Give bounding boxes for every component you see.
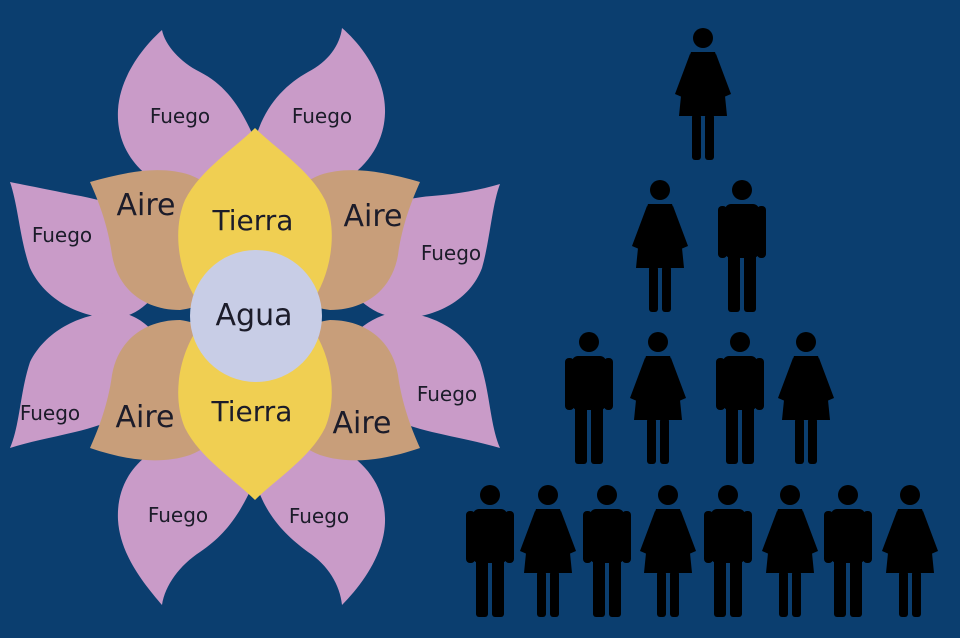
fire-petal-top-right bbox=[255, 28, 386, 191]
woman-icon bbox=[882, 485, 938, 617]
woman-icon bbox=[630, 332, 686, 464]
fire-label: Fuego bbox=[292, 104, 352, 128]
woman-icon bbox=[632, 180, 688, 312]
fire-petals bbox=[10, 28, 500, 605]
woman-icon bbox=[762, 485, 818, 617]
air-label: Aire bbox=[344, 199, 403, 234]
fire-label: Fuego bbox=[150, 104, 210, 128]
fire-label: Fuego bbox=[32, 223, 92, 247]
fire-label: Fuego bbox=[417, 382, 477, 406]
air-label: Aire bbox=[333, 406, 392, 441]
fire-petal-bottom-right bbox=[255, 441, 386, 605]
fire-label: Fuego bbox=[421, 241, 481, 265]
earth-label: Tierra bbox=[212, 204, 294, 237]
earth-petal-top bbox=[178, 128, 332, 305]
man-icon bbox=[466, 485, 514, 617]
man-icon bbox=[716, 332, 764, 464]
man-icon bbox=[565, 332, 613, 464]
air-label: Aire bbox=[117, 188, 176, 223]
water-core bbox=[190, 250, 322, 382]
woman-icon bbox=[520, 485, 576, 617]
air-label: Aire bbox=[116, 400, 175, 435]
woman-icon bbox=[778, 332, 834, 464]
water-label: Agua bbox=[216, 298, 293, 333]
fire-label: Fuego bbox=[20, 401, 80, 425]
fire-label: Fuego bbox=[148, 503, 208, 527]
earth-label: Tierra bbox=[211, 395, 293, 428]
people-pyramid bbox=[466, 28, 938, 617]
flower-labels: Fuego Fuego Fuego Fuego Fuego Fuego Fueg… bbox=[20, 104, 481, 528]
woman-icon bbox=[675, 28, 731, 160]
fire-label: Fuego bbox=[289, 504, 349, 528]
man-icon bbox=[704, 485, 752, 617]
man-icon bbox=[718, 180, 766, 312]
fire-petal-top-left bbox=[117, 30, 255, 193]
fire-petal-bottom-left bbox=[117, 439, 255, 605]
man-icon bbox=[824, 485, 872, 617]
woman-icon bbox=[640, 485, 696, 617]
man-icon bbox=[583, 485, 631, 617]
